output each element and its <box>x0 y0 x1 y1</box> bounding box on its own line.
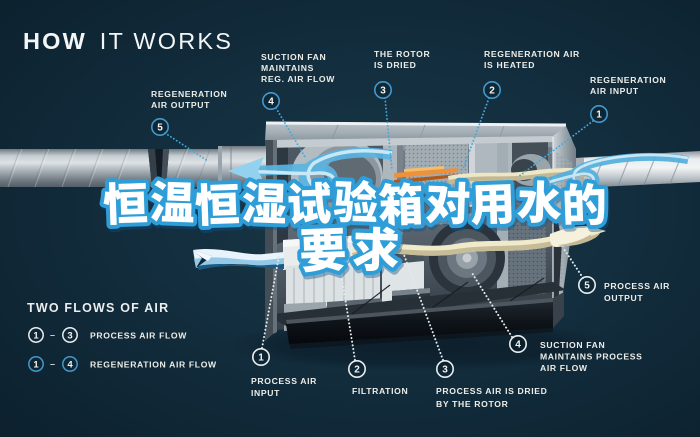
svg-text:REG. AIR FLOW: REG. AIR FLOW <box>261 74 335 84</box>
svg-text:IS DRIED: IS DRIED <box>374 60 416 70</box>
svg-text:REGENERATION AIR: REGENERATION AIR <box>484 49 580 59</box>
svg-text:1: 1 <box>33 360 39 371</box>
svg-text:3: 3 <box>67 331 72 342</box>
svg-text:TWO FLOWS OF AIR: TWO FLOWS OF AIR <box>27 301 169 315</box>
svg-text:PROCESS AIR FLOW: PROCESS AIR FLOW <box>90 331 187 341</box>
svg-text:INPUT: INPUT <box>251 388 280 398</box>
svg-text:OUTPUT: OUTPUT <box>604 293 643 303</box>
svg-text:FILTRATION: FILTRATION <box>352 386 408 396</box>
svg-text:–: – <box>50 359 55 369</box>
svg-text:AIR FLOW: AIR FLOW <box>540 363 588 373</box>
svg-text:HOW IT WORKS: HOW IT WORKS <box>23 28 233 54</box>
svg-text:5: 5 <box>584 281 590 292</box>
svg-text:REGENERATION: REGENERATION <box>590 75 666 85</box>
svg-text:AIR INPUT: AIR INPUT <box>590 86 639 96</box>
svg-text:MAINTAINS PROCESS: MAINTAINS PROCESS <box>540 352 643 362</box>
svg-text:1: 1 <box>596 110 602 121</box>
svg-text:SUCTION FAN: SUCTION FAN <box>261 52 326 62</box>
svg-text:2: 2 <box>489 86 495 97</box>
svg-text:1: 1 <box>33 331 39 342</box>
svg-text:PROCESS AIR IS DRIED: PROCESS AIR IS DRIED <box>436 386 548 396</box>
svg-text:PROCESS AIR: PROCESS AIR <box>604 281 670 291</box>
svg-text:3: 3 <box>442 365 448 376</box>
svg-text:4: 4 <box>515 340 521 351</box>
svg-text:MAINTAINS: MAINTAINS <box>261 63 314 73</box>
svg-text:IS HEATED: IS HEATED <box>484 60 535 70</box>
svg-text:–: – <box>50 330 55 340</box>
svg-text:AIR OUTPUT: AIR OUTPUT <box>151 100 210 110</box>
svg-text:BY THE ROTOR: BY THE ROTOR <box>436 399 509 409</box>
svg-text:REGENERATION AIR FLOW: REGENERATION AIR FLOW <box>90 360 217 370</box>
svg-text:REGENERATION: REGENERATION <box>151 89 227 99</box>
svg-text:2: 2 <box>354 365 360 376</box>
svg-text:4: 4 <box>268 97 274 108</box>
svg-text:SUCTION FAN: SUCTION FAN <box>540 340 605 350</box>
svg-text:4: 4 <box>67 360 73 371</box>
svg-text:PROCESS AIR: PROCESS AIR <box>251 376 317 386</box>
svg-text:5: 5 <box>157 123 163 134</box>
svg-text:THE ROTOR: THE ROTOR <box>374 49 430 59</box>
svg-text:1: 1 <box>258 353 264 364</box>
svg-text:3: 3 <box>380 86 386 97</box>
